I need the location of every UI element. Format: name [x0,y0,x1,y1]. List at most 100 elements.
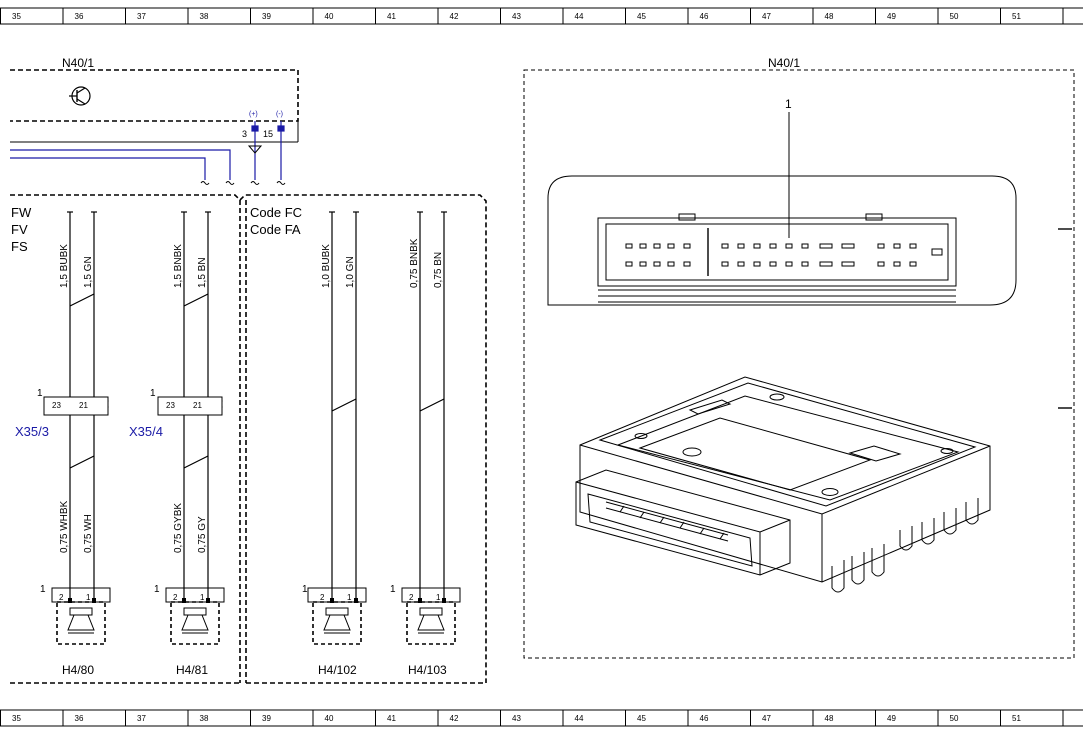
connector-pin-21: 21 [193,401,202,410]
speaker-h4-103: 1 2 1 H4/103 [390,584,461,677]
ruler-label: 36 [75,12,84,21]
ruler-label: 41 [387,12,396,21]
wire-break-marks [200,181,286,185]
ruler-label: 47 [762,714,771,723]
wires: 1,5 BUBK 0,75 WHBK 1,5 GN 0,75 WH 1,5 BNBK 0,… [59,211,447,603]
panel-title: N40/1 [768,56,800,70]
connector-pin-23: 23 [52,401,61,410]
speaker-h4-80: 1 2 1 H4/80 [40,584,111,677]
ruler-label: 39 [262,714,271,723]
pin1-marker: 1 [37,388,43,399]
speaker-pin-1: 1 [86,593,91,602]
ruler-label: 35 [12,12,21,21]
speaker-label: H4/103 [408,663,447,677]
ruler-label: 45 [637,714,646,723]
connector-pin-23: 23 [166,401,175,410]
wire-label: 0,75 BN [433,252,444,288]
module-title: N40/1 [62,56,94,70]
ruler-label: 39 [262,12,271,21]
ruler-label: 41 [387,714,396,723]
connector-pin-21: 21 [79,401,88,410]
wire-label: 0,75 WH [83,514,94,553]
pin1-marker: 1 [302,584,308,595]
ruler-label: 36 [75,714,84,723]
speaker-label: H4/80 [62,663,94,677]
ruler-label: 42 [450,714,459,723]
speaker-pin-2: 2 [409,593,414,602]
ruler-label: 37 [137,714,146,723]
pin-minus-sign: (-) [276,111,283,118]
connector-label: X35/3 [15,424,49,439]
connector-label: X35/4 [129,424,163,439]
wire-label: 1,5 BNBK [173,244,184,288]
ruler-label: 42 [450,12,459,21]
wire-label: 0,75 GYBK [173,503,184,553]
top-ruler: 35 36 37 38 39 40 41 42 43 44 45 46 47 48 49 50 51 [0,7,1083,25]
wire-label: 0,75 GY [197,516,208,553]
speaker-h4-102: 1 2 1 H4/102 [302,584,367,677]
ruler-label: 45 [637,12,646,21]
connector-x35-4: 1 23 21 X35/4 [129,388,223,439]
pin1-marker: 1 [40,584,46,595]
ruler-label: 50 [950,714,959,723]
pin1-marker: 1 [154,584,160,595]
ruler-label: 51 [1012,714,1021,723]
ruler-label: 38 [200,714,209,723]
callout-number: 1 [785,97,792,111]
speaker-h4-81: 1 2 1 H4/81 [154,584,225,677]
ruler-label: 48 [825,714,834,723]
module-n40-1: N40/1 3 15 (+) (-) [10,56,299,143]
wire-label: 1,0 GN [345,256,356,288]
ruler-label: 49 [887,12,896,21]
ruler-label: 37 [137,12,146,21]
ruler-label: 40 [325,714,334,723]
ruler-label: 49 [887,714,896,723]
speaker-pin-1: 1 [436,593,441,602]
wire-label: 0,75 WHBK [59,500,70,553]
code-fa: Code FA [250,222,301,237]
ruler-label: 46 [700,12,709,21]
speaker-label: H4/81 [176,663,208,677]
ruler-label: 44 [575,714,584,723]
ruler-label: 43 [512,714,521,723]
connector-x35-3: 1 23 21 X35/3 [15,388,109,439]
speaker-pin-2: 2 [59,593,64,602]
ruler-label: 40 [325,12,334,21]
wire-label: 1,5 BN [197,257,208,288]
ruler-label: 48 [825,12,834,21]
ecu-connector-face [547,175,1017,306]
transistor-icon [69,86,91,106]
component-view-panel: N40/1 1 [523,56,1075,659]
code-fc: Code FC [250,205,302,220]
speaker-pin-2: 2 [320,593,325,602]
speaker-label: H4/102 [318,663,357,677]
code-fw: FW [11,205,32,220]
pin-15-label: 15 [263,129,273,139]
pin-3-label: 3 [242,129,247,139]
speaker-pin-1: 1 [200,593,205,602]
wire-label: 1,0 BUBK [321,244,332,288]
pin1-marker: 1 [390,584,396,595]
pin-plus-sign: (+) [249,111,258,118]
pin1-marker: 1 [150,388,156,399]
ruler-label: 50 [950,12,959,21]
ruler-label: 51 [1012,12,1021,21]
ruler-label: 44 [575,12,584,21]
speaker-pin-1: 1 [347,593,352,602]
ruler-label: 38 [200,12,209,21]
wire-label: 0,75 BNBK [409,238,420,288]
ruler-label: 46 [700,714,709,723]
wire-label: 1,5 BUBK [59,244,70,288]
code-fv: FV [11,222,28,237]
ruler-label: 43 [512,12,521,21]
ground-symbol [247,145,263,154]
ruler-label: 47 [762,12,771,21]
ecu-housing-illustration [575,376,991,593]
code-frames: FW FV FS Code FC Code FA [10,194,487,684]
speaker-pin-2: 2 [173,593,178,602]
wire-label: 1,5 GN [83,256,94,288]
blue-wires [10,121,285,180]
code-fs: FS [11,239,28,254]
